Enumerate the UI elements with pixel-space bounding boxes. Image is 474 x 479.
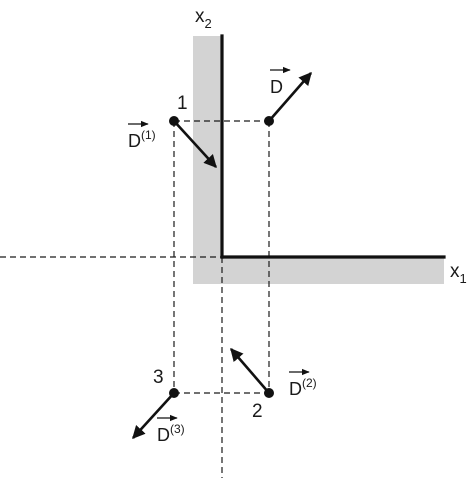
svg-text:D(1): D(1) — [128, 128, 156, 151]
label-D2: D(2) — [289, 368, 317, 399]
label-D3: D(3) — [157, 414, 185, 445]
arrow-D1 — [173, 120, 217, 168]
svg-text:D(3): D(3) — [157, 422, 185, 445]
point-1-label: 1 — [177, 93, 188, 114]
arrow-D3 — [132, 392, 175, 439]
wall-region — [193, 36, 444, 284]
arrow-D2 — [230, 348, 270, 394]
x1-axis-label: x1 — [450, 261, 467, 286]
x2-axis-label: x2 — [195, 6, 212, 31]
svg-text:D(2): D(2) — [289, 376, 317, 399]
point-2-label: 2 — [252, 401, 263, 422]
svg-text:D: D — [270, 77, 283, 97]
label-D: D — [270, 66, 291, 97]
label-D1: D(1) — [128, 120, 156, 151]
point-3-label: 3 — [153, 367, 164, 388]
arrow-D — [268, 72, 312, 122]
